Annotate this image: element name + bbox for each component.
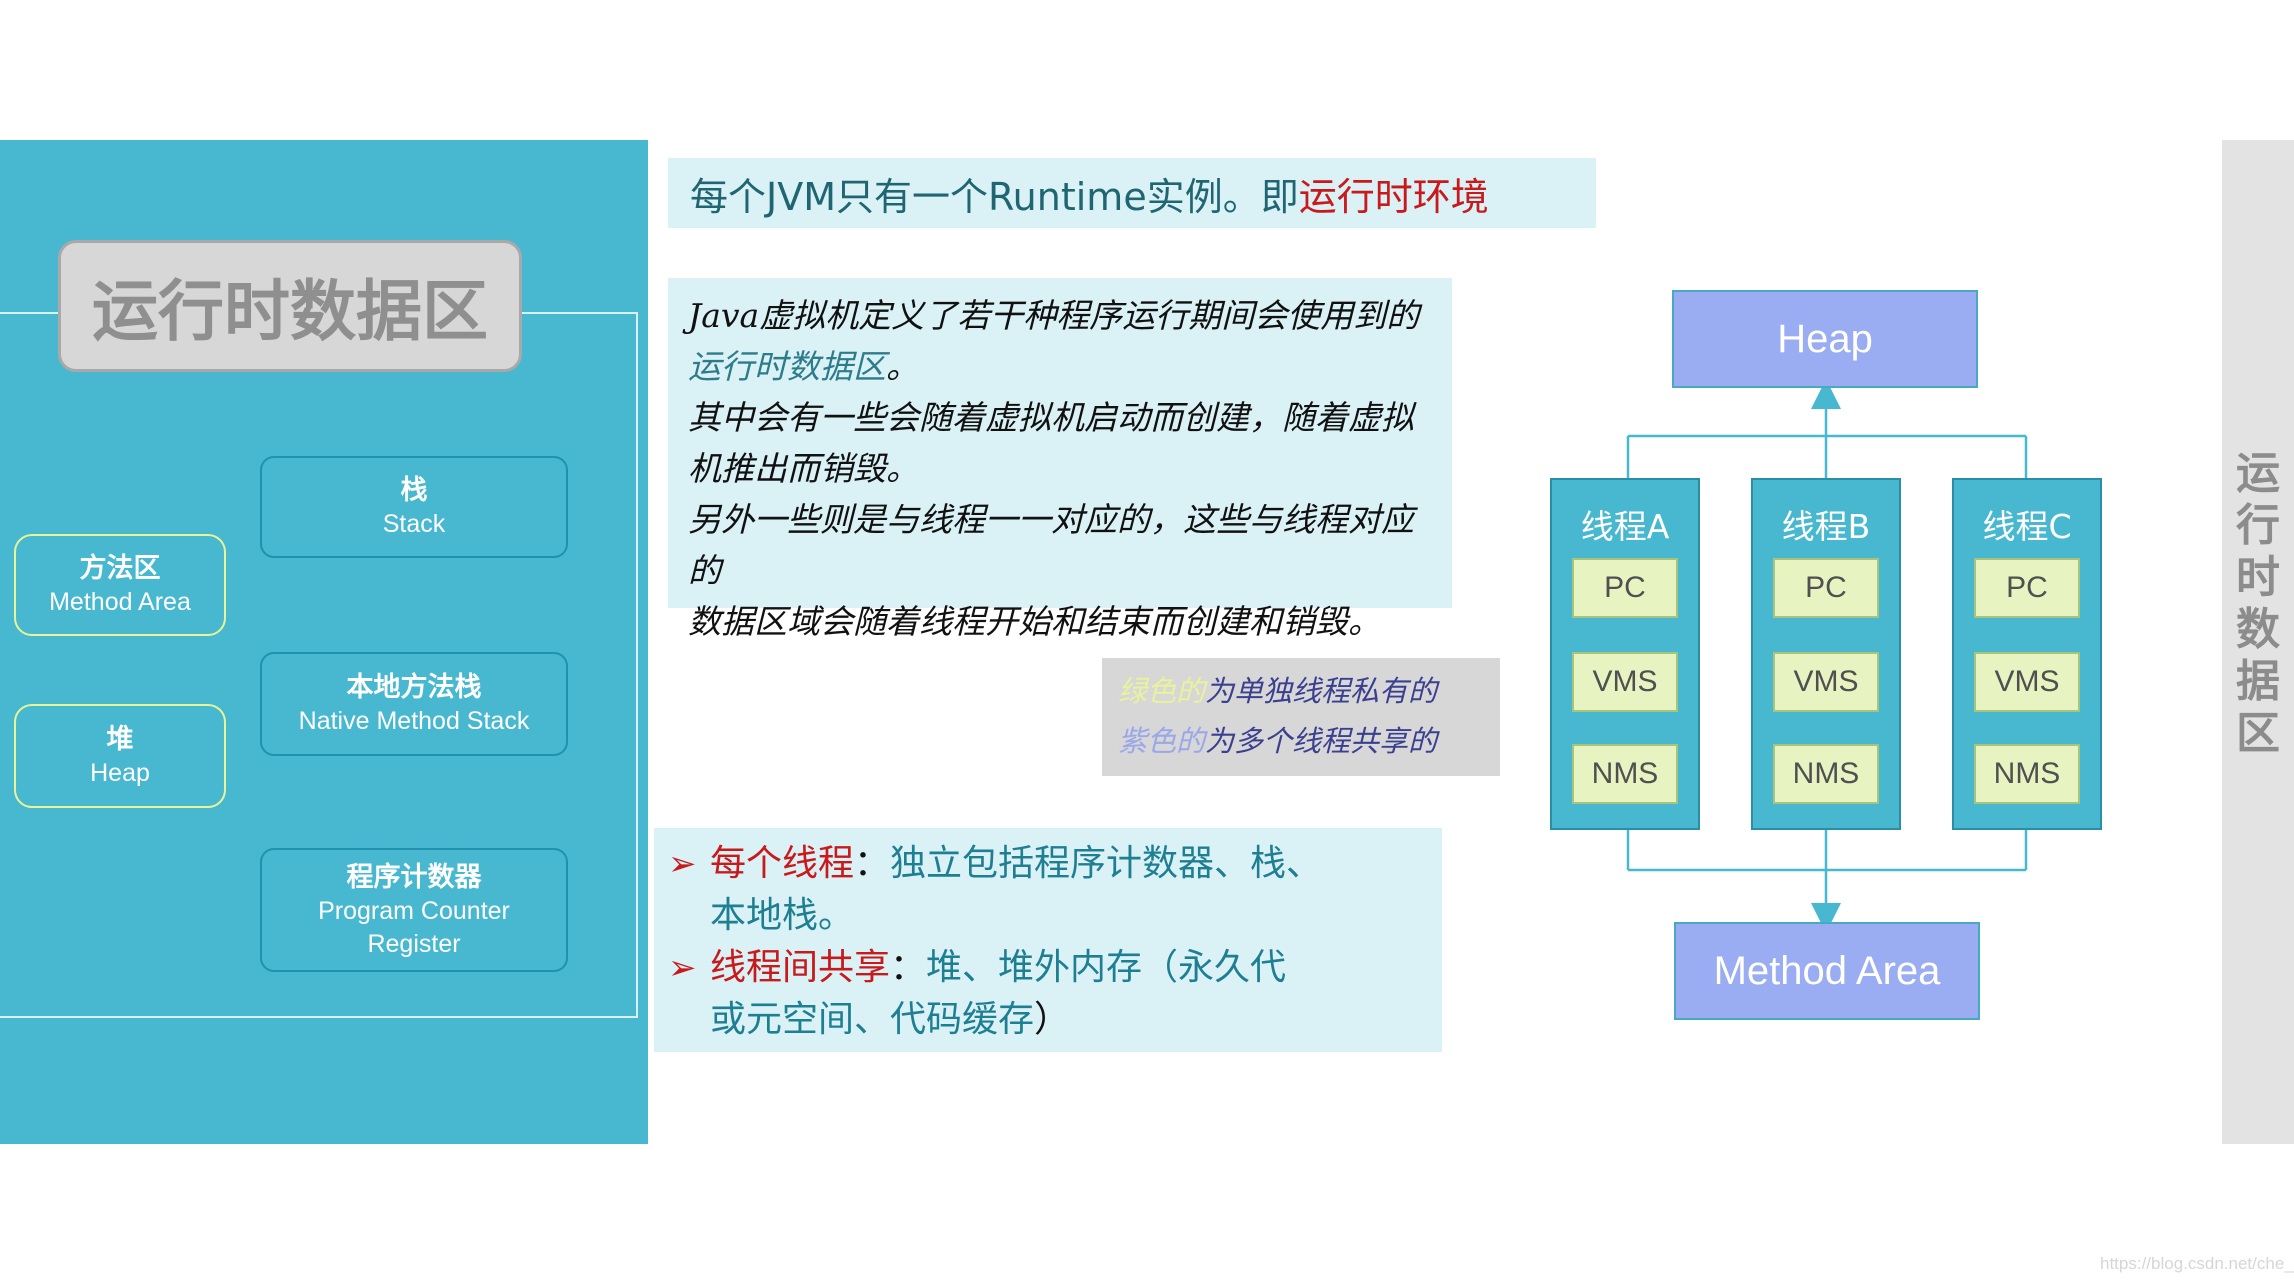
side-char: 数 — [2236, 604, 2280, 655]
thread-b-pc: PC — [1773, 558, 1879, 618]
color-legend: 绿色的为单独线程私有的 紫色的为多个线程共享的 — [1102, 658, 1500, 776]
pc-en2: Register — [367, 929, 461, 958]
native-stack-en: Native Method Stack — [298, 707, 530, 736]
thread-a-vms: VMS — [1572, 652, 1678, 712]
pc-en1: Program Counter — [318, 897, 510, 926]
heap-box-left: 堆 Heap — [14, 704, 226, 808]
program-counter-box: 程序计数器 Program Counter Register — [260, 848, 568, 972]
thread-a-pc: PC — [1572, 558, 1678, 618]
thread-b-vms: VMS — [1773, 652, 1879, 712]
arrow-bullet-icon: ➢ — [668, 844, 697, 884]
side-char: 行 — [2236, 500, 2280, 551]
legend-green-word: 绿色的 — [1118, 674, 1206, 708]
thread-b-nms: NMS — [1773, 744, 1879, 804]
bullet-colon: ： — [890, 947, 927, 988]
thread-a-nms: NMS — [1572, 744, 1678, 804]
thread-c-label: 线程C — [1982, 507, 2072, 546]
side-char: 据 — [2236, 656, 2280, 707]
pc-zh: 程序计数器 — [346, 861, 482, 892]
description-box: Java虚拟机定义了若干种程序运行期间会使用到的 运行时数据区。 其中会有一些会… — [668, 278, 1452, 641]
desc-line-4: 机推出而销毁。 — [688, 449, 919, 488]
bullet-text-2: 或元空间、代码缓存 — [710, 999, 1035, 1040]
bullet-key: 每个线程 — [710, 843, 855, 884]
banner-highlight: 运行时环境 — [1298, 174, 1489, 219]
desc-line-6: 数据区域会随着线程开始和结束而创建和销毁。 — [688, 602, 1381, 641]
native-method-stack-box: 本地方法栈 Native Method Stack — [260, 652, 568, 756]
stack-box: 栈 Stack — [260, 456, 568, 558]
thread-c-vms: VMS — [1974, 652, 2080, 712]
banner-prefix: 每个JVM只有一个Runtime实例。即 — [690, 174, 1299, 219]
method-area-box: 方法区 Method Area — [14, 534, 226, 636]
stack-zh: 栈 — [400, 475, 428, 506]
bullet-content: 线程间共享：堆、堆外内存（永久代 或元空间、代码缓存） — [710, 942, 1286, 1046]
thread-c-nms: NMS — [1974, 744, 2080, 804]
bullet-list: ➢ 每个线程：独立包括程序计数器、栈、 本地栈。 ➢ 线程间共享：堆、堆外内存（… — [654, 828, 1442, 1052]
method-area-box-right: Method Area — [1674, 922, 1980, 1020]
bullet-text-2: 本地栈。 — [710, 895, 855, 936]
native-stack-zh: 本地方法栈 — [346, 672, 482, 703]
bullet-key: 线程间共享 — [710, 947, 891, 988]
heap-zh: 堆 — [106, 724, 134, 755]
method-area-zh: 方法区 — [79, 553, 161, 584]
side-char: 时 — [2236, 552, 2280, 603]
method-area-en: Method Area — [49, 588, 191, 617]
side-char: 区 — [2236, 708, 2280, 759]
bullet-text-1: 堆、堆外内存（永久代 — [926, 947, 1287, 988]
bullet-item: ➢ 每个线程：独立包括程序计数器、栈、 本地栈。 — [668, 838, 1424, 942]
bullet-content: 每个线程：独立包括程序计数器、栈、 本地栈。 — [710, 838, 1322, 942]
desc-highlight: 运行时数据区 — [688, 347, 886, 386]
legend-green: 绿色的为单独线程私有的 — [1118, 666, 1484, 716]
desc-line-2: 运行时数据区。 — [688, 341, 1432, 392]
desc-line-5: 另外一些则是与线程一一对应的，这些与线程对应的 — [688, 500, 1414, 590]
runtime-area-title: 运行时数据区 — [58, 240, 522, 372]
thread-b-label: 线程B — [1781, 507, 1871, 546]
bullet-colon: ： — [854, 843, 891, 884]
desc-line-3: 其中会有一些会随着虚拟机启动而创建，随着虚拟 — [688, 398, 1414, 437]
bullet-text-1: 独立包括程序计数器、栈、 — [890, 843, 1323, 884]
thread-c-pc: PC — [1974, 558, 2080, 618]
bullet-item: ➢ 线程间共享：堆、堆外内存（永久代 或元空间、代码缓存） — [668, 942, 1424, 1046]
desc-line-1: Java虚拟机定义了若干种程序运行期间会使用到的 — [688, 296, 1420, 335]
legend-green-text: 为单独线程私有的 — [1205, 674, 1438, 708]
legend-purple-word: 紫色的 — [1118, 724, 1206, 758]
thread-a-label: 线程A — [1580, 507, 1670, 546]
desc-line-2-tail: 。 — [886, 347, 919, 386]
side-char: 运 — [2236, 448, 2280, 499]
arrow-bullet-icon: ➢ — [668, 948, 697, 988]
side-label: 运 行 时 数 据 区 — [2222, 448, 2294, 760]
legend-purple: 紫色的为多个线程共享的 — [1118, 716, 1484, 766]
heap-box: Heap — [1672, 290, 1978, 388]
legend-purple-text: 为多个线程共享的 — [1205, 724, 1438, 758]
runtime-banner: 每个JVM只有一个Runtime实例。即运行时环境 — [668, 158, 1596, 228]
stack-en: Stack — [382, 510, 446, 539]
side-bar — [2222, 140, 2294, 1144]
bullet-close: ） — [1034, 999, 1071, 1040]
watermark: https://blog.csdn.net/che_i — [2100, 1254, 2294, 1273]
heap-en: Heap — [90, 759, 150, 788]
